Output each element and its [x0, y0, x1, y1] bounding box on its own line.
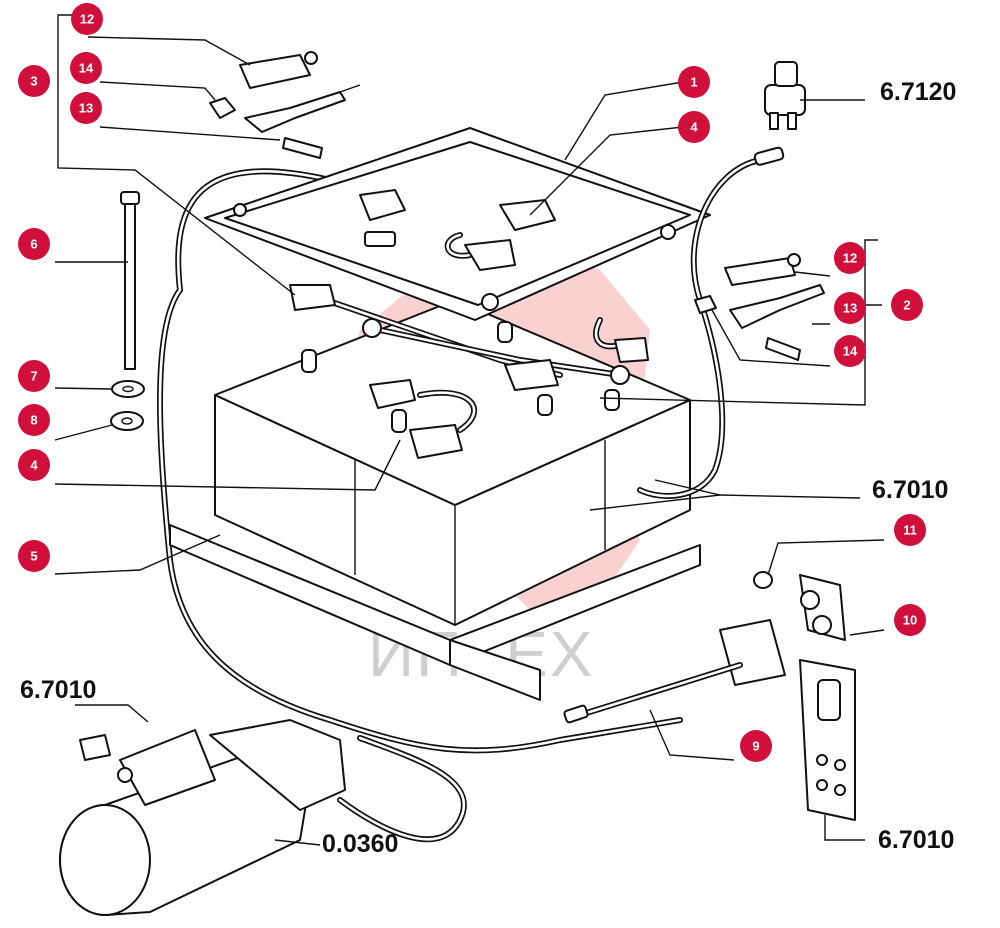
callout-14-left: 14	[70, 52, 102, 84]
svg-text:7: 7	[30, 369, 37, 384]
svg-text:1: 1	[690, 75, 697, 90]
callout-12-left: 12	[71, 3, 103, 35]
svg-text:6: 6	[30, 237, 37, 252]
svg-text:8: 8	[30, 413, 37, 428]
svg-text:6.7120: 6.7120	[880, 78, 956, 106]
svg-text:12: 12	[80, 12, 94, 27]
svg-text:5: 5	[30, 549, 37, 564]
svg-text:12: 12	[843, 251, 857, 266]
svg-text:4: 4	[690, 120, 698, 135]
ref-0-0360: 0.0360	[322, 830, 398, 858]
ref-6-7010-battery: 6.7010	[872, 476, 948, 504]
svg-text:13: 13	[79, 101, 93, 116]
svg-text:0.0360: 0.0360	[322, 830, 398, 858]
cover-connectors	[359, 189, 556, 271]
svg-text:14: 14	[79, 61, 94, 76]
callout-7: 7	[18, 360, 50, 392]
callout-9: 9	[740, 730, 772, 762]
ref-6-7120: 6.7120	[880, 78, 956, 106]
terminal-parts-right	[694, 253, 825, 361]
callout-13-right: 13	[834, 292, 866, 324]
ref-6-7010-starter: 6.7010	[20, 676, 96, 704]
svg-text:10: 10	[903, 613, 917, 628]
callout-14-right: 14	[834, 335, 866, 367]
starter-motor	[59, 719, 346, 916]
ref-6-7010-bracket: 6.7010	[878, 826, 954, 854]
callout-1: 1	[678, 66, 710, 98]
callout-2: 2	[891, 289, 923, 321]
ignition-switch	[764, 61, 806, 130]
relay-assembly	[719, 571, 856, 821]
callout-13-left: 13	[70, 92, 102, 124]
svg-text:3: 3	[30, 74, 37, 89]
callout-10: 10	[894, 604, 926, 636]
callout-5: 5	[18, 540, 50, 572]
terminal-parts-left	[209, 51, 361, 159]
leader-lines	[54, 14, 885, 846]
hold-down-bolt	[110, 191, 145, 431]
svg-text:14: 14	[843, 344, 858, 359]
svg-text:13: 13	[843, 301, 857, 316]
svg-text:9: 9	[752, 739, 759, 754]
svg-text:6.7010: 6.7010	[20, 676, 96, 704]
battery-tray	[169, 524, 701, 701]
svg-text:11: 11	[903, 523, 917, 538]
svg-text:6.7010: 6.7010	[878, 826, 954, 854]
callout-4-left: 4	[18, 449, 50, 481]
callout-6: 6	[18, 228, 50, 260]
callout-8: 8	[18, 404, 50, 436]
svg-text:6.7010: 6.7010	[872, 476, 948, 504]
callout-4-top: 4	[678, 111, 710, 143]
svg-text:4: 4	[30, 458, 38, 473]
callout-3: 3	[18, 65, 50, 97]
callout-12-right: 12	[834, 242, 866, 274]
svg-text:2: 2	[903, 298, 910, 313]
callout-11: 11	[894, 514, 926, 546]
battery-cover	[204, 127, 711, 321]
battery-cables	[289, 284, 649, 459]
